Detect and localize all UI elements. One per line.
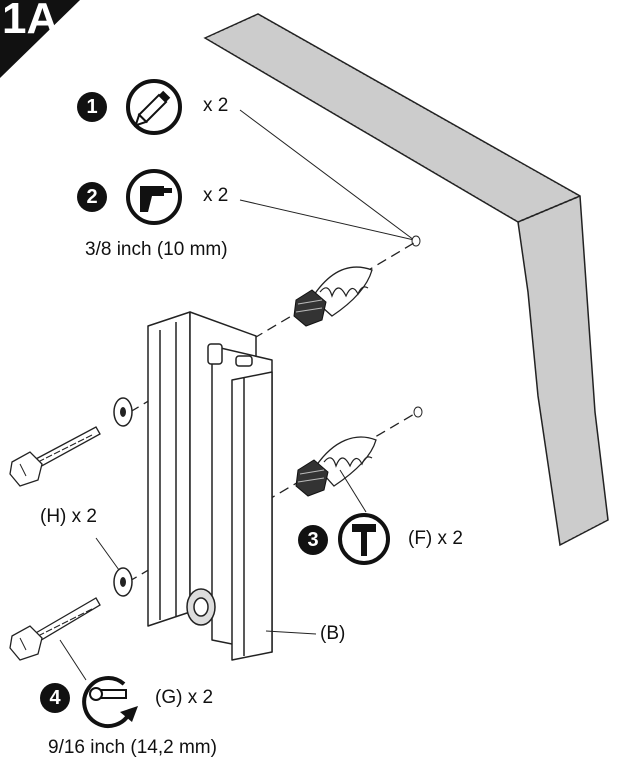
step-corner-tag: 1A: [2, 0, 59, 43]
wall-anchor-upper: [293, 266, 373, 327]
step-3-number: 3: [298, 525, 328, 555]
wrench-icon: [82, 676, 138, 729]
hammer-icon: [338, 513, 390, 565]
step-4-socket-size: 9/16 inch (14,2 mm): [48, 737, 217, 758]
pencil-icon: [126, 79, 182, 135]
step-1-quantity: x 2: [203, 95, 229, 116]
corner-tag-shape: [0, 0, 80, 78]
wall-anchor-lower: [295, 436, 377, 497]
step-4-number: 4: [40, 683, 70, 713]
step-3-quantity: (F) x 2: [408, 528, 463, 549]
bracket-pointer-line: [265, 630, 317, 635]
step-1-number: 1: [77, 92, 107, 122]
washer-upper: [113, 397, 133, 427]
washer-pointer-line: [95, 537, 120, 571]
drill-pointer-line: [239, 199, 415, 241]
hammer-pointer-line: [339, 469, 367, 513]
lag-bolt-upper: [9, 426, 101, 487]
step-2-number: 2: [77, 182, 107, 212]
wall-hole-upper: [411, 235, 421, 247]
lag-bolt-lower: [9, 597, 101, 661]
step-2-quantity: x 2: [203, 185, 229, 206]
wrench-pointer-line: [59, 639, 87, 681]
step-4-quantity: (G) x 2: [155, 687, 214, 708]
washer-label: (H) x 2: [40, 506, 97, 527]
step-2-drill-size: 3/8 inch (10 mm): [85, 239, 228, 260]
pencil-pointer-line: [239, 109, 415, 241]
wall-hole-lower: [413, 406, 423, 418]
drill-icon: [126, 169, 182, 225]
wall-bracket: [147, 311, 273, 661]
washer-lower: [113, 567, 133, 597]
wall-surface: [203, 13, 609, 547]
bracket-label: (B): [320, 623, 346, 644]
